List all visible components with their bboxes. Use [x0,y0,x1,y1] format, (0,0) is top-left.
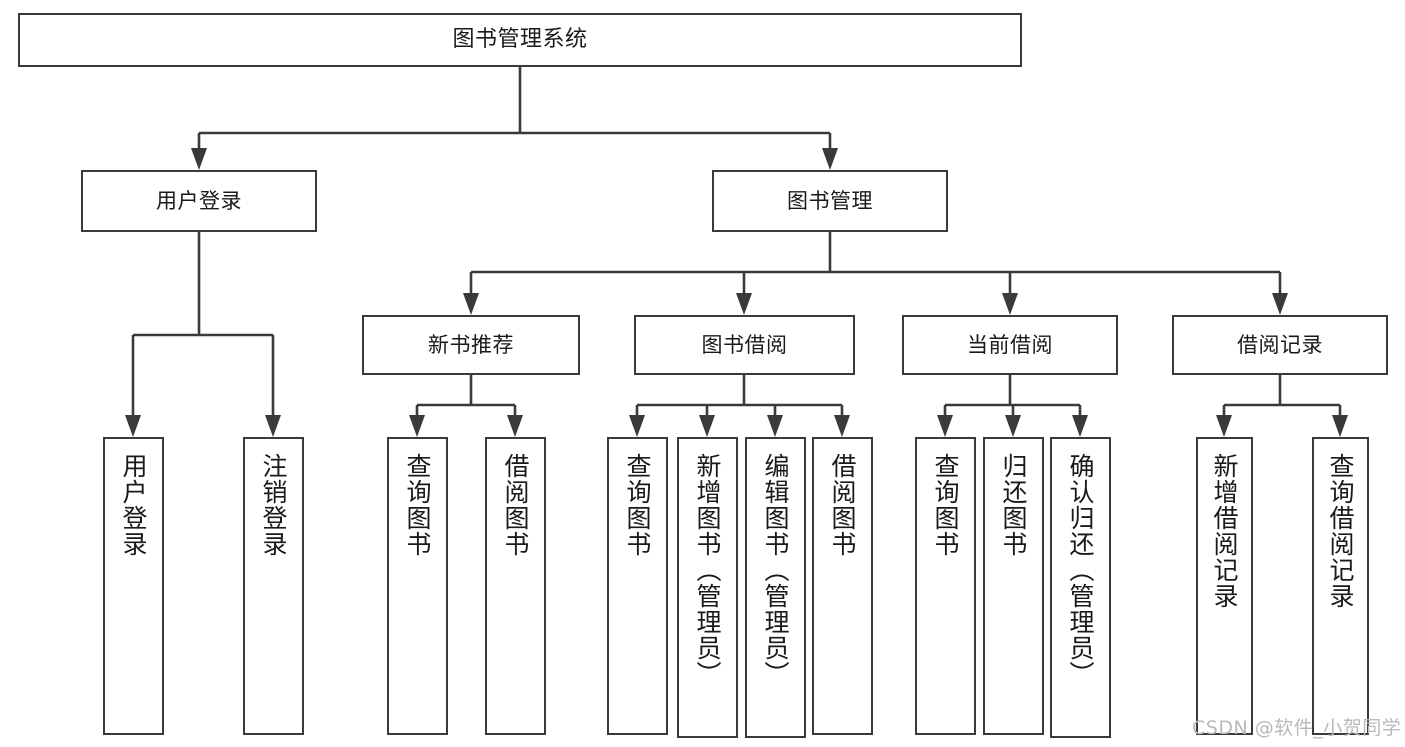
node-leaf-query-book-3[interactable]: 查询图书 [915,437,976,735]
node-leaf-query-record[interactable]: 查询借阅记录 [1312,437,1369,735]
node-label: 借阅图书 [828,453,857,557]
arrowhead-icon [736,293,752,315]
arrowhead-icon [1002,293,1018,315]
node-label: 借阅图书 [501,453,530,557]
arrowhead-icon [265,415,281,437]
node-leaf-add-book[interactable]: 新增图书（管理员） [677,437,738,738]
node-leaf-borrow-book-2[interactable]: 借阅图书 [812,437,873,735]
arrowhead-icon [1272,293,1288,315]
node-current-borrow[interactable]: 当前借阅 [902,315,1118,375]
node-label: 查询图书 [931,453,960,557]
arrowhead-icon [629,415,645,437]
arrowhead-icon [463,293,479,315]
node-leaf-user-login[interactable]: 用户登录 [103,437,164,735]
node-label: 查询图书 [623,453,652,557]
node-label: 查询图书 [403,453,432,557]
node-label: 新增图书（管理员） [693,453,722,687]
arrowhead-icon [937,415,953,437]
node-leaf-return-book[interactable]: 归还图书 [983,437,1044,735]
node-label: 当前借阅 [967,332,1053,357]
arrowhead-icon [699,415,715,437]
node-new-book-recommend[interactable]: 新书推荐 [362,315,580,375]
node-label: 用户登录 [156,188,242,213]
arrowhead-icon [507,415,523,437]
node-root-图书管理系统[interactable]: 图书管理系统 [18,13,1022,67]
node-label: 图书管理 [787,188,873,213]
node-borrow-record[interactable]: 借阅记录 [1172,315,1388,375]
node-leaf-edit-book[interactable]: 编辑图书（管理员） [745,437,806,738]
node-label: 查询借阅记录 [1326,453,1355,609]
node-leaf-borrow-book-1[interactable]: 借阅图书 [485,437,546,735]
node-label: 归还图书 [999,453,1028,557]
arrowhead-icon [1072,415,1088,437]
node-leaf-logout[interactable]: 注销登录 [243,437,304,735]
arrowhead-icon [767,415,783,437]
node-label: 图书借阅 [701,332,788,357]
node-label: 用户登录 [119,453,148,557]
arrowhead-icon [409,415,425,437]
node-label: 新增借阅记录 [1210,453,1239,609]
node-book-manage[interactable]: 图书管理 [712,170,948,232]
arrowhead-icon [191,148,207,170]
node-label: 注销登录 [259,453,288,557]
arrowhead-icon [125,415,141,437]
arrowhead-icon [834,415,850,437]
node-leaf-query-book-1[interactable]: 查询图书 [387,437,448,735]
node-label: 确认归还（管理员） [1066,453,1095,687]
arrowhead-icon [1005,415,1021,437]
node-leaf-confirm-return[interactable]: 确认归还（管理员） [1050,437,1111,738]
node-book-borrow[interactable]: 图书借阅 [634,315,855,375]
arrowhead-icon [1216,415,1232,437]
node-user-login[interactable]: 用户登录 [81,170,317,232]
node-label: 新书推荐 [428,332,514,357]
node-label: 编辑图书（管理员） [761,453,790,687]
arrowhead-icon [822,148,838,170]
node-label: 借阅记录 [1237,332,1323,357]
node-leaf-query-book-2[interactable]: 查询图书 [607,437,668,735]
node-leaf-add-record[interactable]: 新增借阅记录 [1196,437,1253,735]
node-label: 图书管理系统 [452,27,588,53]
arrowhead-icon [1332,415,1348,437]
